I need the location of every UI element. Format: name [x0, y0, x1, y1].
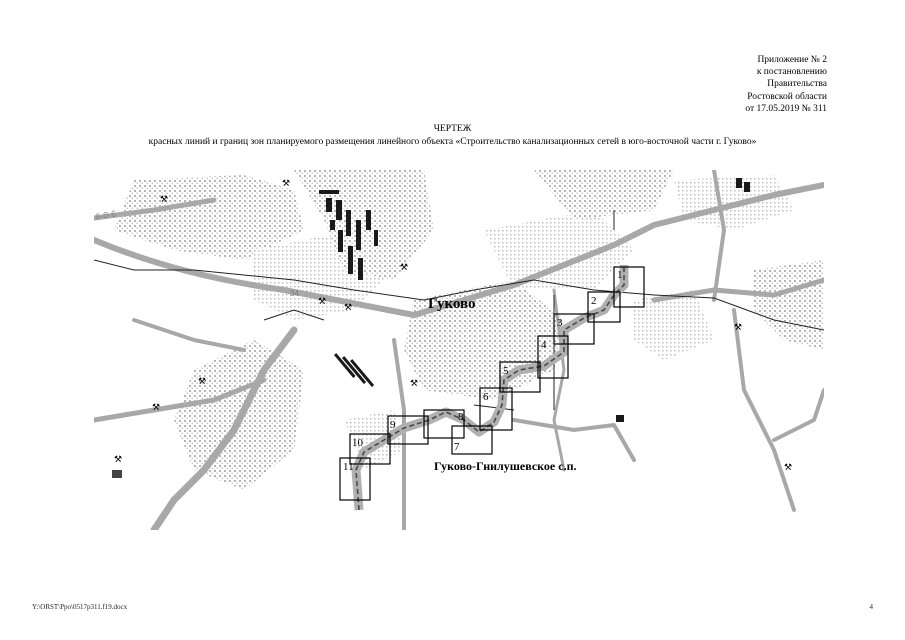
appendix-line: Приложение № 2 — [757, 55, 827, 65]
mine-icon: ⚒ — [344, 303, 352, 313]
mine-icon: ⚒ — [400, 263, 408, 273]
mine-icon: ⚒ — [114, 455, 122, 465]
sheet-number: 8 — [458, 411, 464, 423]
route-corridor — [351, 265, 629, 511]
document-title: ЧЕРТЕЖ — [433, 124, 472, 134]
mine-icons: ⚒ ⚒ ⚒ ⚒ ⚒ ⚒ ⚒ ⚒ ⚒ ⚒ ⚒ — [114, 179, 792, 473]
sheet-frame — [451, 425, 493, 455]
roads — [94, 170, 824, 530]
sheet-number: 5 — [503, 365, 509, 377]
map-drawing: 1 2 3 4 5 6 7 8 9 10 11 ⚒ ⚒ ⚒ ⚒ ⚒ ⚒ ⚒ ⚒ … — [94, 170, 824, 530]
sheet-frame — [339, 457, 371, 501]
sheet-numbers: 1 2 3 4 5 6 7 8 9 10 11 — [343, 269, 623, 473]
sheet-number: 9 — [390, 419, 396, 431]
settlement-label: Гуково-Гнилушевское с.п. — [434, 459, 577, 473]
sheet-number: 1 — [617, 269, 623, 281]
sheet-number: 6 — [483, 391, 489, 403]
sheet-frame — [499, 361, 541, 393]
mine-icon: ⚒ — [282, 179, 290, 189]
document-subtitle: красных линий и границ зон планируемого … — [148, 137, 757, 147]
sheet-number: 3 — [557, 317, 563, 329]
building-blocks — [112, 178, 750, 478]
sheet-number: 7 — [454, 441, 460, 453]
sheet-number: 10 — [352, 437, 364, 449]
mine-icon: ⚒ — [784, 463, 792, 473]
page-number: 4 — [869, 603, 874, 611]
footer-file-path: Y:\ORST\Ppo\0517p311.f19.docx — [32, 603, 128, 611]
sheet-number: 4 — [541, 339, 547, 351]
appendix-line: Правительства — [767, 79, 827, 90]
mine-icon: ⚒ — [410, 379, 418, 389]
sheet-frame — [587, 291, 621, 323]
sheet-frames — [339, 266, 645, 501]
sheet-frame — [479, 387, 513, 431]
appendix-line: Ростовской области — [747, 91, 827, 102]
builtup-areas — [114, 170, 824, 490]
sheet-frame — [423, 409, 465, 439]
sheet-frame — [553, 313, 595, 345]
road-label: 6-0-6 — [95, 208, 117, 221]
sheet-number: 2 — [591, 295, 597, 307]
mine-icon: ⚒ — [198, 377, 206, 387]
sheet-frame — [537, 335, 569, 379]
sheet-frame — [613, 266, 645, 308]
city-label: Гуково — [428, 296, 476, 312]
sheet-frame — [387, 415, 429, 445]
map-svg: 1 2 3 4 5 6 7 8 9 10 11 ⚒ ⚒ ⚒ ⚒ ⚒ ⚒ ⚒ ⚒ … — [94, 170, 824, 530]
mine-icon: ⚒ — [152, 403, 160, 413]
mine-icon: ⚒ — [734, 323, 742, 333]
appendix-line: от 17.05.2019 № 311 — [745, 103, 827, 114]
appendix-block: Приложение № 2 к постановлению Правитель… — [627, 54, 827, 115]
sheet-number: 11 — [343, 461, 354, 473]
appendix-line: к постановлению — [756, 67, 827, 78]
mine-icon: ⚒ — [318, 297, 326, 307]
mine-icon: ⚒ — [160, 195, 168, 205]
road-label: 34 — [290, 289, 299, 298]
